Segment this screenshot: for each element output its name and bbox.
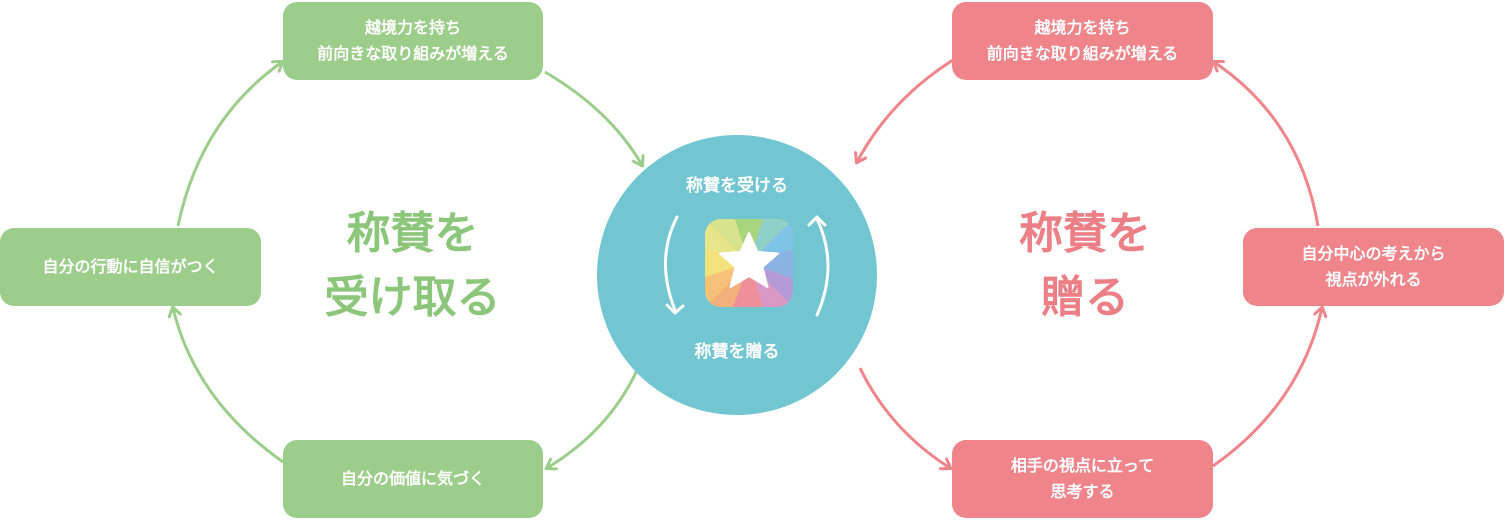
- right-top-box: 越境力を持ち 前向きな取り組みが増える: [952, 2, 1213, 80]
- right-bottom-line-1: 相手の視点に立って: [1010, 456, 1155, 476]
- right-side-line-2: 視点が外れる: [1325, 270, 1422, 289]
- center-cycle-arrows: [664, 215, 830, 317]
- star-icon: [719, 232, 779, 288]
- right-bottom-box: 相手の視点に立って 思考する: [952, 440, 1213, 518]
- arc-center-to-right-bottom: [858, 367, 950, 468]
- center-circle: 称賛を受ける 称賛を贈る: [597, 135, 877, 415]
- left-top-box: 越境力を持ち 前向きな取り組みが増える: [283, 2, 543, 80]
- left-bottom-box: 自分の価値に気づく: [283, 440, 543, 518]
- arc-bottom-to-left: [173, 308, 284, 464]
- arc-left-to-top: [176, 62, 282, 227]
- star-app-icon: [705, 219, 793, 307]
- arc-right-to-right-top: [1214, 62, 1320, 227]
- right-title-line-2: 贈る: [1041, 271, 1129, 323]
- right-cycle-title: 称賛を 贈る: [990, 202, 1180, 330]
- right-side-box: 自分中心の考えから 視点が外れる: [1243, 228, 1504, 306]
- center-top-label: 称賛を受ける: [686, 176, 788, 196]
- left-title-line-1: 称賛を: [346, 208, 479, 259]
- right-top-line-1: 越境力を持ち: [1034, 18, 1131, 38]
- arc-right-bottom-to-right: [1212, 308, 1322, 468]
- arc-center-to-bottom: [547, 367, 640, 468]
- right-top-line-2: 前向きな取り組みが増える: [986, 44, 1179, 63]
- center-bottom-label: 称賛を贈る: [694, 342, 780, 362]
- left-bottom-line-1: 自分の価値に気づく: [340, 469, 485, 489]
- arc-right-top-to-center: [857, 58, 954, 162]
- left-side-line-1: 自分の行動に自信がつく: [42, 257, 219, 277]
- left-side-box: 自分の行動に自信がつく: [0, 228, 261, 306]
- left-cycle-title: 称賛を 受け取る: [305, 202, 520, 330]
- left-top-line-2: 前向きな取り組みが増える: [317, 44, 509, 63]
- left-top-line-1: 越境力を持ち: [364, 18, 461, 38]
- arc-top-to-center: [544, 70, 642, 165]
- right-bottom-line-2: 思考する: [1050, 482, 1115, 501]
- right-side-line-1: 自分中心の考えから: [1301, 244, 1446, 264]
- right-title-line-1: 称賛を: [1019, 208, 1151, 259]
- left-title-line-2: 受け取る: [324, 271, 501, 323]
